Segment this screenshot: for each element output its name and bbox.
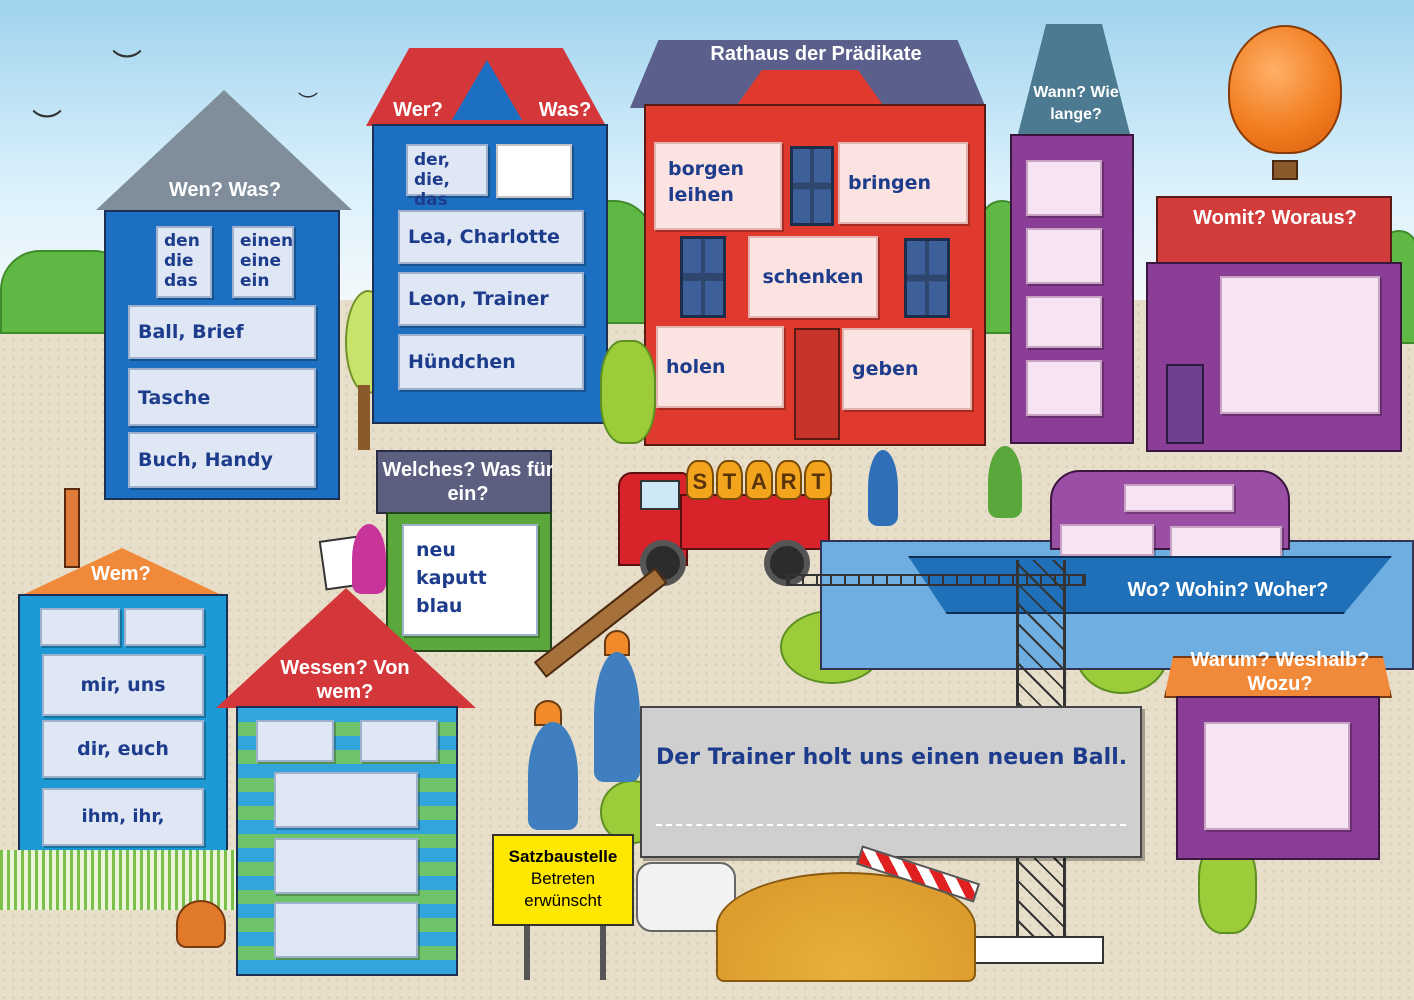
card-empty[interactable] <box>1026 160 1102 216</box>
card-ihm-ihr-ihnen[interactable]: ihm, ihr, ihnen <box>42 788 204 869</box>
card-empty[interactable] <box>274 838 418 894</box>
card-empty[interactable] <box>496 144 572 198</box>
card-buch-handy[interactable]: Buch, Handy <box>128 432 316 488</box>
roof-womit <box>1156 196 1392 264</box>
card-empty[interactable] <box>1026 360 1102 416</box>
roof-wem <box>16 548 228 598</box>
door-womit <box>1166 364 1204 444</box>
card-empty[interactable] <box>1124 484 1234 512</box>
sign-wessen: Wessen? Von wem? <box>280 657 410 703</box>
card-articles-definite: den die das <box>156 226 212 298</box>
sign-was: Was? <box>538 99 592 121</box>
worker <box>528 722 578 830</box>
article-die: die <box>164 251 194 271</box>
sentence-text: Der Trainer holt uns einen neuen Ball. <box>656 745 1128 770</box>
card-empty[interactable] <box>1026 296 1102 348</box>
roof-welches <box>376 450 552 514</box>
bush-icon <box>600 340 656 444</box>
roof-wen-was <box>96 90 352 210</box>
card-ball-brief[interactable]: Ball, Brief <box>128 305 316 359</box>
card-empty[interactable] <box>1060 524 1154 556</box>
cargo-sack: T <box>715 460 744 500</box>
door-rathaus <box>794 328 840 440</box>
sign-rathaus: Rathaus der Prädikate <box>710 43 922 65</box>
sign-boat: Wo? Wohin? Woher? <box>1127 579 1329 601</box>
cargo-sack: R <box>774 460 803 500</box>
card-schenken[interactable]: schenken <box>748 236 878 318</box>
sign-wen-was: Wen? Was? <box>168 179 282 201</box>
article-ein: ein <box>240 271 270 291</box>
article-einen: einen <box>240 231 294 251</box>
truck-bed <box>680 494 830 550</box>
construction-sign-title: Satzbaustelle <box>508 847 618 866</box>
running-child <box>868 450 898 526</box>
cargo-sack: T <box>804 460 832 500</box>
word-kaputt: kaputt <box>416 567 487 589</box>
card-empty[interactable] <box>360 720 438 762</box>
balloon-basket <box>1272 160 1298 180</box>
construction-sign-line1: Betreten <box>530 869 596 888</box>
card-bringen[interactable]: bringen <box>838 142 968 224</box>
card-geben[interactable]: geben <box>842 328 972 410</box>
truck-cargo: S T A R T <box>686 460 832 500</box>
sign-wann: Wann? Wie lange? <box>1033 84 1119 123</box>
card-mir-uns[interactable]: mir, uns <box>42 654 204 716</box>
article-das: das <box>164 271 198 291</box>
roof-wessen <box>216 588 476 708</box>
sign-warum: Warum? Weshalb? Wozu? <box>1190 649 1370 695</box>
card-empty[interactable] <box>256 720 334 762</box>
cargo-sack: A <box>745 460 773 500</box>
card-holen[interactable]: holen <box>656 326 784 408</box>
article-den: den <box>164 231 200 251</box>
sign-wem: Wem? <box>91 563 151 585</box>
truck-window <box>640 480 680 510</box>
sand-pile-icon <box>716 872 976 982</box>
sentence-board <box>640 706 1142 858</box>
window <box>904 238 950 318</box>
worker <box>594 652 640 782</box>
bird-icon: ︶ <box>32 108 62 143</box>
sign-post <box>600 920 606 980</box>
card-empty[interactable] <box>1220 276 1380 414</box>
sign-wer: Wer? <box>393 99 443 121</box>
article-eine: eine <box>240 251 281 271</box>
hard-hat-icon <box>534 700 562 726</box>
cargo-sack: S <box>686 460 714 500</box>
writing-line <box>656 824 1126 826</box>
card-tasche[interactable]: Tasche <box>128 368 316 426</box>
card-borgen-leihen[interactable]: borgen leihen <box>654 142 782 230</box>
card-empty[interactable] <box>1204 722 1350 830</box>
window <box>790 146 834 226</box>
construction-sign: Satzbaustelle Betreten erwünscht <box>492 834 634 926</box>
tree-trunk <box>358 385 370 450</box>
sign-welches: Welches? Was für ein? <box>382 459 554 505</box>
card-huendchen[interactable]: Hündchen <box>398 334 584 390</box>
card-articles-indefinite: einen eine ein <box>232 226 294 298</box>
card-empty[interactable] <box>274 902 418 958</box>
crane-base <box>962 936 1104 964</box>
window <box>680 236 726 318</box>
card-der-die-das: der, die, das <box>406 144 488 210</box>
card-empty[interactable] <box>1170 526 1282 558</box>
running-child <box>988 446 1022 518</box>
sign-post <box>524 920 530 980</box>
bird-icon: ︶ <box>112 48 142 83</box>
card-leon-trainer[interactable]: Leon, Trainer <box>398 272 584 326</box>
construction-sign-line2: erwünscht <box>524 891 602 910</box>
card-empty[interactable] <box>124 608 204 646</box>
card-empty[interactable] <box>274 772 418 828</box>
reading-person <box>352 524 386 594</box>
sign-womit: Womit? Woraus? <box>1193 207 1357 229</box>
card-empty[interactable] <box>1026 228 1102 284</box>
card-lea-charlotte[interactable]: Lea, Charlotte <box>398 210 584 264</box>
hot-air-balloon-icon <box>1228 25 1342 154</box>
word-neu: neu <box>416 539 456 561</box>
card-dir-euch[interactable]: dir, euch <box>42 720 204 778</box>
cat-icon <box>176 900 226 948</box>
hard-hat-icon <box>604 630 630 656</box>
card-empty[interactable] <box>40 608 120 646</box>
crane-arm <box>786 574 1086 586</box>
